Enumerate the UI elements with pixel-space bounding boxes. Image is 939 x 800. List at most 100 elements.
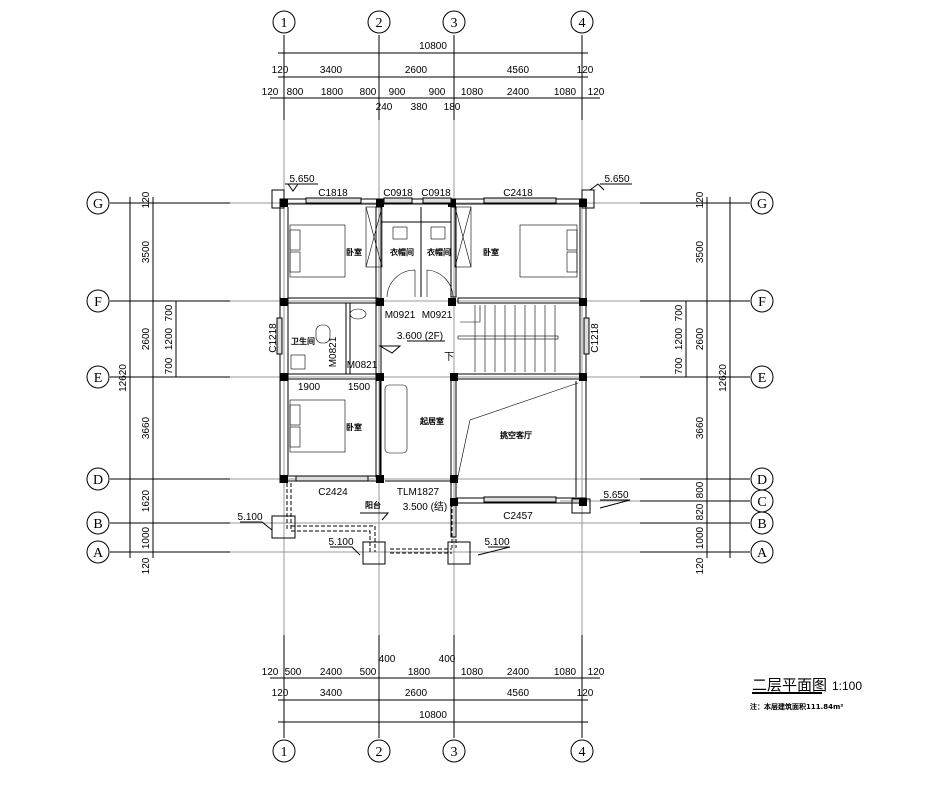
room-bedroom-3: 卧室 <box>346 422 362 432</box>
dim: 500 <box>285 667 302 678</box>
window-label: C0918 <box>383 188 413 199</box>
dim: 1080 <box>554 87 577 98</box>
door-label: M0821 <box>328 336 339 367</box>
axis-a-left: A <box>93 546 104 561</box>
dim: 1620 <box>141 489 152 512</box>
dim: 400 <box>379 654 396 665</box>
dim: 120 <box>141 191 152 208</box>
dim: 120 <box>577 688 594 699</box>
room-balcony: 阳台 <box>365 500 381 510</box>
stair-down-label: 下 <box>444 352 454 363</box>
axis-2-top: 2 <box>376 16 383 31</box>
bottom-dimensions: 120 500 2400 500 1800 1080 2400 1080 120… <box>262 654 605 721</box>
axis-d-left: D <box>93 473 103 488</box>
axis-b-left: B <box>93 517 102 532</box>
axis-b-right: B <box>757 517 766 532</box>
elevation-label: 5.100 <box>484 537 509 548</box>
window-openings <box>276 197 590 503</box>
dim-total-left: 12620 <box>118 364 129 392</box>
axis-4-bottom: 4 <box>579 745 586 760</box>
room-bedroom-1: 卧室 <box>346 247 362 257</box>
axis-1-top: 1 <box>281 16 288 31</box>
axis-g-left: G <box>93 197 103 212</box>
axis-1-bottom: 1 <box>281 745 288 760</box>
dim: 4560 <box>507 65 530 76</box>
dim: 1080 <box>461 667 484 678</box>
inner-dim: 1900 <box>298 382 321 393</box>
door-label: M0821 <box>347 360 378 371</box>
dim: 120 <box>262 87 279 98</box>
window-label: C1818 <box>318 188 348 199</box>
furniture <box>289 206 579 482</box>
dim: 700 <box>674 357 685 374</box>
dim: 3400 <box>320 688 343 699</box>
room-living: 起居室 <box>419 416 444 426</box>
area-note: 注：本层建筑面积111.84m² <box>750 702 843 711</box>
inner-dim: 1500 <box>348 382 371 393</box>
axis-4-top: 4 <box>579 16 586 31</box>
dim: 900 <box>389 87 406 98</box>
dim: 3660 <box>141 416 152 439</box>
dim-total-right: 12620 <box>718 364 729 392</box>
dim: 3500 <box>695 240 706 263</box>
dim: 2400 <box>507 87 530 98</box>
window-label: C2418 <box>503 188 533 199</box>
dim: 2600 <box>405 65 428 76</box>
elevation-label: 5.100 <box>328 537 353 548</box>
axis-3-top: 3 <box>451 16 458 31</box>
dim: 700 <box>164 304 175 321</box>
staircase <box>457 305 559 372</box>
axis-c-right: C <box>757 495 766 510</box>
elevation-label: 5.650 <box>289 174 314 185</box>
dim: 4560 <box>507 688 530 699</box>
dim: 3660 <box>695 416 706 439</box>
dim: 1800 <box>408 667 431 678</box>
right-dimensions: 12620 120 3500 2600 3660 800 820 1000 12… <box>674 191 729 574</box>
dim: 400 <box>439 654 456 665</box>
axis-lines <box>110 35 750 738</box>
dim: 380 <box>411 102 428 113</box>
room-labels: 卧室 衣帽间 衣帽间 卧室 卫生间 卧室 起居室 挑空客厅 阳台 <box>291 247 532 510</box>
window-labels: C1818 C0918 C0918 C2418 C1218 C1218 C242… <box>268 188 601 522</box>
dim: 120 <box>272 65 289 76</box>
dim: 800 <box>695 481 706 498</box>
room-closet-1: 衣帽间 <box>390 247 414 257</box>
dim: 900 <box>429 87 446 98</box>
door-labels: M0921 M0921 M0821 M0821 <box>328 310 453 371</box>
dim: 1080 <box>461 87 484 98</box>
dim: 1200 <box>674 327 685 350</box>
axis-e-right: E <box>758 371 767 386</box>
drawing-scale: 1:100 <box>832 679 862 693</box>
drawing-name: 二层平面图 <box>752 676 827 694</box>
dim-total-top: 10800 <box>419 41 447 52</box>
dim: 120 <box>588 667 605 678</box>
axis-f-right: F <box>758 295 766 310</box>
walls <box>271 189 595 565</box>
top-dimensions: 10800 120 3400 2600 4560 120 120 800 180… <box>262 41 605 113</box>
dim: 2600 <box>141 327 152 350</box>
dim: 120 <box>272 688 289 699</box>
dim: 240 <box>376 102 393 113</box>
elevation-label: 5.650 <box>603 490 628 501</box>
elevation-label: 5.100 <box>237 512 262 523</box>
axis-e-left: E <box>94 371 103 386</box>
dim: 2400 <box>507 667 530 678</box>
door-label: M0921 <box>385 310 416 321</box>
dim: 1800 <box>321 87 344 98</box>
axis-2-bottom: 2 <box>376 745 383 760</box>
axis-3-bottom: 3 <box>451 745 458 760</box>
axis-g-right: G <box>757 197 767 212</box>
axis-d-right: D <box>757 473 767 488</box>
left-dimensions: 12620 120 3500 2600 3660 1620 1000 120 7… <box>118 191 175 574</box>
room-bathroom: 卫生间 <box>291 336 315 346</box>
drawing-title: 二层平面图 1:100 注：本层建筑面积111.84m² <box>750 676 862 711</box>
dim: 120 <box>262 667 279 678</box>
dim: 700 <box>164 357 175 374</box>
dim: 120 <box>695 557 706 574</box>
dim: 2400 <box>320 667 343 678</box>
axis-a-right: A <box>757 546 768 561</box>
columns <box>280 199 587 506</box>
window-label: C1218 <box>268 323 279 353</box>
dim: 3500 <box>141 240 152 263</box>
